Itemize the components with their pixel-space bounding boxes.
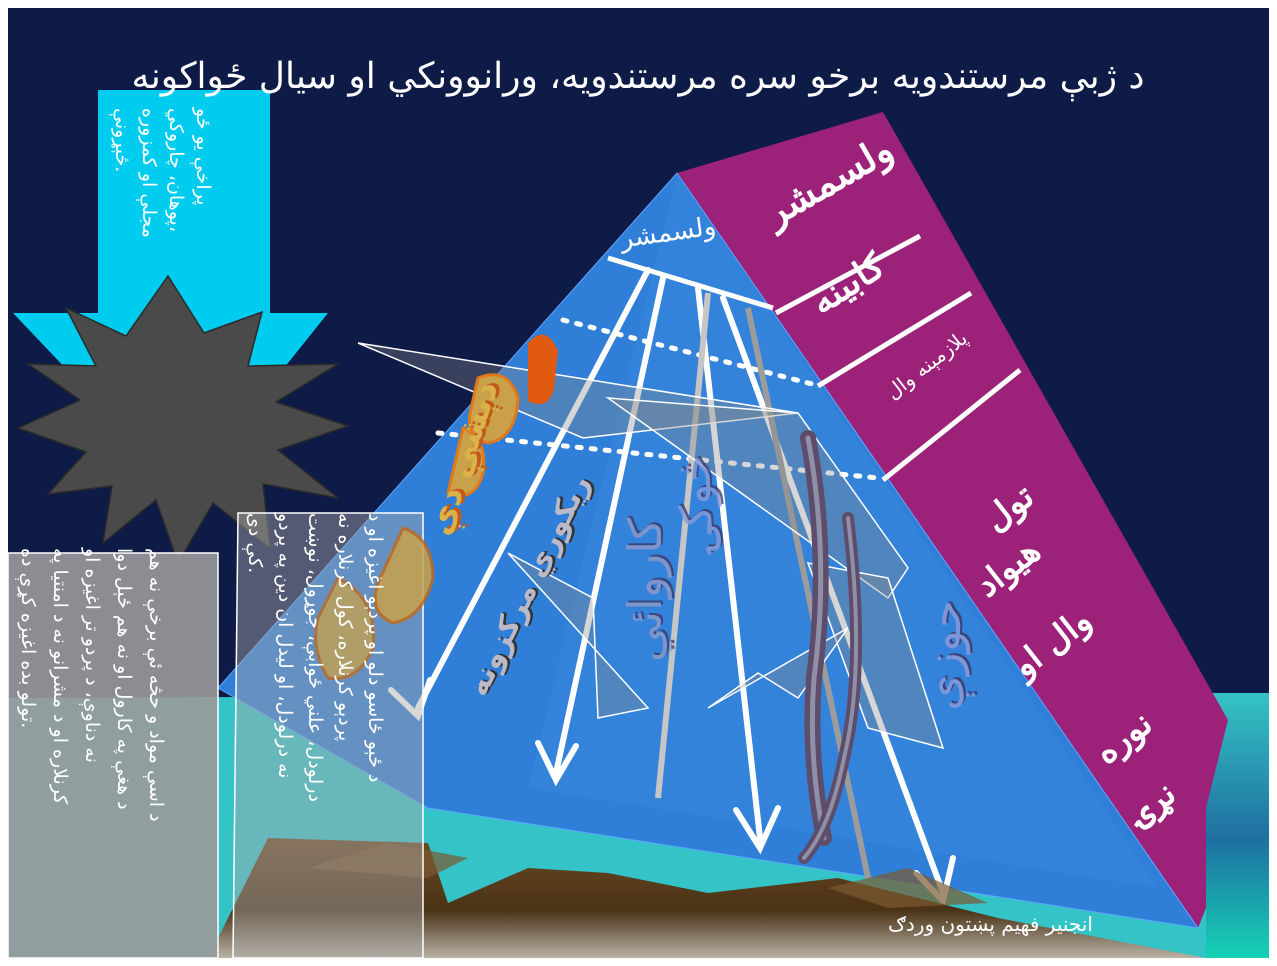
cyan-arrow-line-3: مجلې او کمزوره: [138, 108, 160, 238]
orange-3d-letters: [314, 334, 558, 681]
arrow-label-center-left: کاروائي: [618, 517, 673, 663]
cyan-arrow-line-4: څېړونې.: [111, 108, 133, 173]
left-panel-line-5: تولو بده اغیزه کړې ده.: [17, 548, 39, 729]
left-panel-line-4: کرنلاره او د مشرانو نه د امنتیا په: [49, 548, 71, 805]
magenta-band: [677, 112, 1228, 928]
right-panel-text: د ځېو ځاسو دلو او پردېو اغیزه او د پردېو…: [240, 513, 390, 953]
cyan-arrow-line-2: پوهان، چاروکي،: [165, 108, 187, 232]
left-panel-text: د اسې مواد و حڅه ئې برخې نه هم د هغې په …: [12, 548, 172, 948]
right-panel-line-5: کې دی.: [244, 513, 266, 574]
right-panel-line-1: د ځېو ځاسو دلو او پردېو اغیزه او د: [364, 513, 386, 783]
left-panel-bg: [8, 552, 219, 958]
cyan-arrow-text: پراخې یو ځو پوهان، چاروکي، مجلې او کمزور…: [108, 108, 216, 328]
scene-art: [8, 90, 1269, 958]
arrow-label-center: څوکۍ: [669, 454, 724, 553]
mountains: [208, 838, 1206, 958]
left-panel-line-3: نه دناوې، د پردو تر اغیزه او: [81, 548, 103, 763]
cyan-arrow-line-1: پراخې یو ځو: [192, 108, 214, 206]
pyramid: [217, 172, 1200, 929]
author-credit: انجنیر فهیم پښتون وردګ: [888, 912, 1093, 936]
right-panel-line-4: نه درلودل، او لیدل ان دين په پردو: [274, 513, 296, 779]
arrow-label-right: حوزې: [914, 598, 973, 712]
right-panel-line-2: پردېو کرنلاره، کول کرنلاره نه: [334, 513, 356, 742]
slide-title: د ژبې مرستندویه برخو سره مرستندویه، وران…: [131, 56, 1145, 97]
left-panel-line-1: د اسې مواد و حڅه ئې برخې نه هم: [145, 548, 167, 822]
right-panel-line-3: درلودل، علني ځوابې، جوړول، نوښت: [304, 513, 326, 802]
callout-shapes: [357, 342, 945, 750]
right-panel-bg: [232, 512, 424, 958]
pyramid-arrows: [388, 267, 956, 908]
slide: د ژبې مرستندویه برخو سره مرستندویه، وران…: [8, 8, 1269, 958]
left-panel-line-2: د هغې په کارول او نه هم ځېل دوا: [113, 548, 135, 810]
tall-3d-glyphs: [798, 430, 863, 864]
